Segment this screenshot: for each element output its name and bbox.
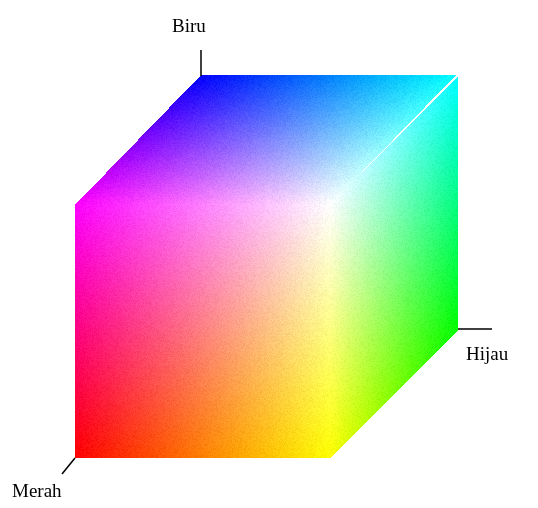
blue-axis-label: Biru — [172, 16, 206, 35]
green-axis-tick — [458, 328, 492, 330]
red-axis-tick — [62, 458, 75, 474]
red-axis-label: Merah — [12, 481, 62, 500]
blue-axis-tick — [200, 50, 202, 76]
green-axis-label: Hijau — [466, 344, 508, 363]
